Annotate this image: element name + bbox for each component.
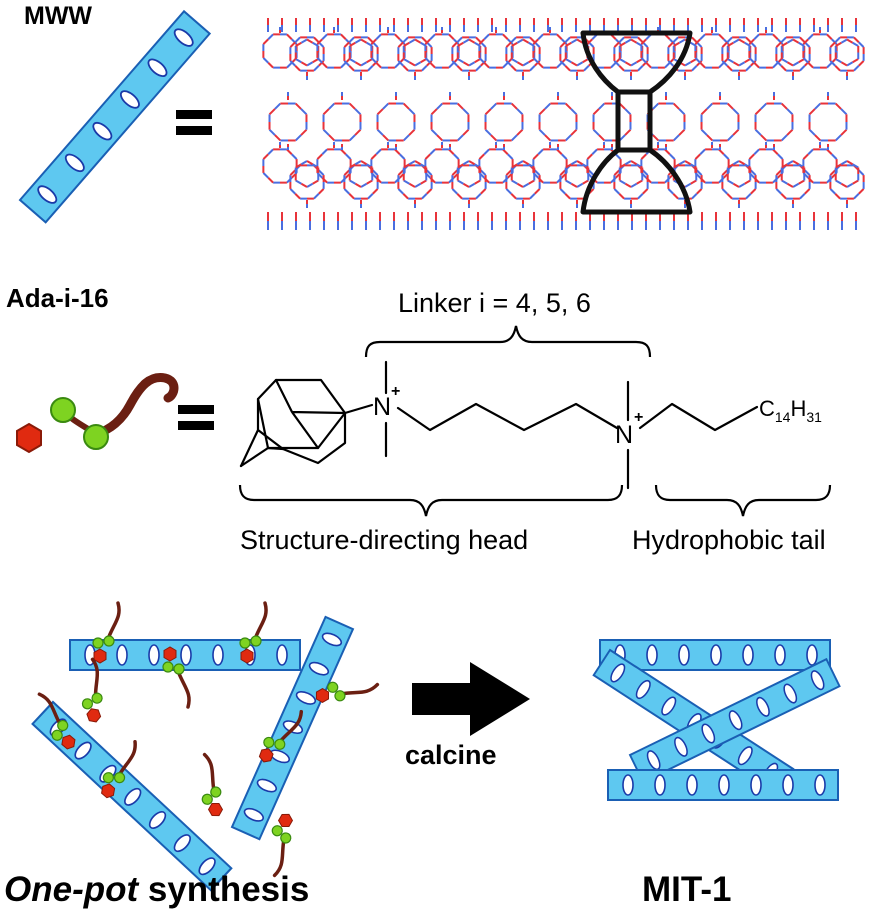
calcine-label: calcine — [405, 740, 497, 770]
calcine-arrow — [412, 662, 530, 736]
tail-formula: C14H31 — [759, 396, 822, 425]
equals-sign-2 — [178, 405, 214, 430]
nitrogen-1: N — [373, 393, 392, 421]
onepot-sheets — [31, 615, 354, 892]
cage-outline — [580, 30, 693, 215]
head-label: Structure-directing head — [240, 525, 529, 555]
mww-label: MWW — [24, 2, 93, 30]
mww-framework — [262, 18, 865, 230]
head-brace — [238, 484, 624, 517]
surfactant-icon — [16, 373, 179, 454]
tail-brace — [654, 484, 832, 517]
ada-label: Ada-i-16 — [6, 283, 109, 313]
mww-sheet-icon — [18, 9, 212, 224]
nitrogen-2: N — [615, 421, 634, 449]
plus-charge-1: + — [391, 383, 401, 400]
onepot-label: One-pot synthesis — [4, 870, 310, 909]
molecule-structure — [239, 360, 759, 490]
mit1-label: MIT-1 — [642, 870, 732, 909]
tail-label: Hydrophobic tail — [632, 525, 826, 555]
equals-sign-1 — [176, 110, 212, 135]
linker-brace — [364, 325, 652, 358]
plus-charge-2: + — [634, 409, 644, 426]
mit1-sheets — [592, 639, 841, 801]
linker-label: Linker i = 4, 5, 6 — [398, 288, 591, 318]
